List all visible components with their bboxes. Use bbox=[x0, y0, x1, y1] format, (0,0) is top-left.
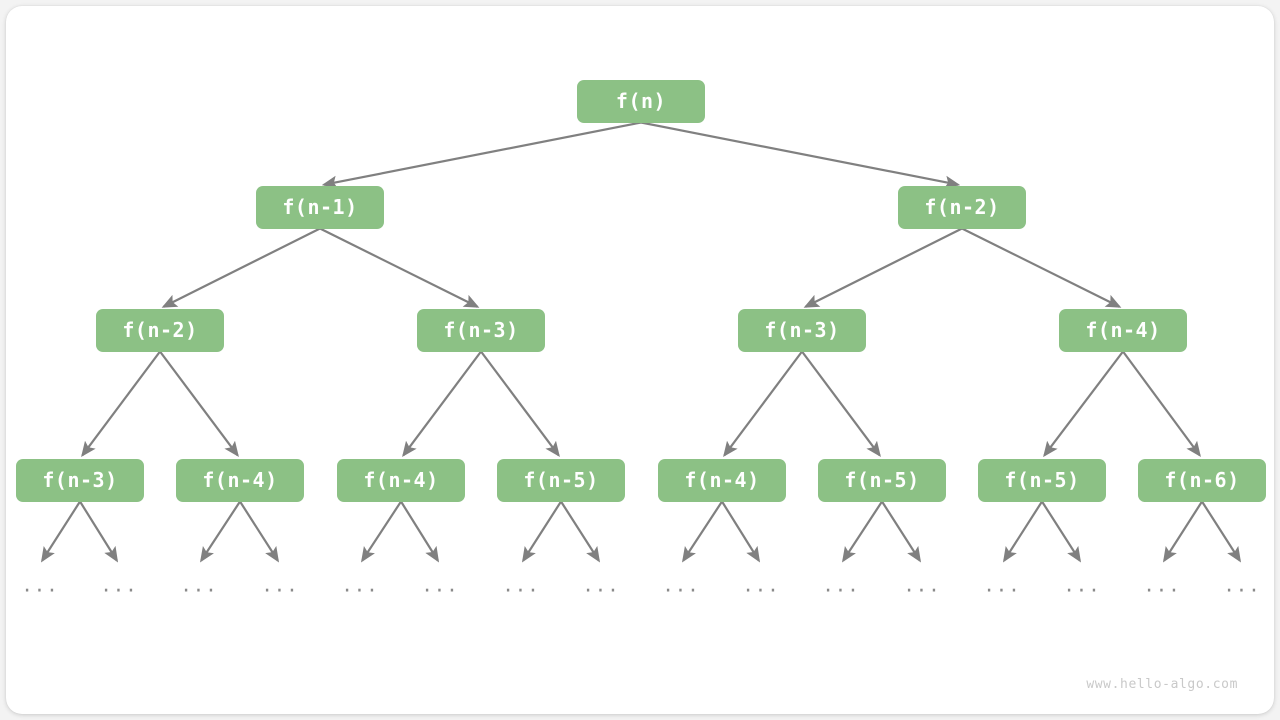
tree-node[interactable]: f(n) bbox=[577, 79, 705, 123]
tree-node[interactable]: f(n-4) bbox=[337, 458, 465, 502]
tree-node[interactable]: f(n-2) bbox=[96, 308, 224, 352]
tree-node[interactable]: f(n-6) bbox=[1138, 458, 1266, 502]
ellipsis-marker: ... bbox=[100, 574, 138, 597]
tree-node-label: f(n-4) bbox=[202, 468, 278, 492]
tree-node-label: f(n-2) bbox=[924, 195, 1000, 219]
tree-node[interactable]: f(n-5) bbox=[818, 458, 946, 502]
ellipsis-marker: ... bbox=[180, 574, 218, 597]
tree-node-label: f(n-3) bbox=[443, 318, 519, 342]
tree-node-label: f(n) bbox=[615, 89, 667, 113]
tree-node[interactable]: f(n-3) bbox=[16, 458, 144, 502]
tree-node-label: f(n-5) bbox=[523, 468, 599, 492]
tree-node[interactable]: f(n-5) bbox=[978, 458, 1106, 502]
tree-node-label: f(n-2) bbox=[122, 318, 198, 342]
ellipsis-marker: ... bbox=[822, 574, 860, 597]
tree-node-label: f(n-4) bbox=[1085, 318, 1161, 342]
tree-node[interactable]: f(n-3) bbox=[738, 308, 866, 352]
ellipsis-marker: ... bbox=[261, 574, 299, 597]
tree-node-label: f(n-5) bbox=[844, 468, 920, 492]
ellipsis-marker: ... bbox=[903, 574, 941, 597]
tree-node[interactable]: f(n-2) bbox=[898, 185, 1026, 229]
tree-node[interactable]: f(n-5) bbox=[497, 458, 625, 502]
tree-node[interactable]: f(n-4) bbox=[658, 458, 786, 502]
ellipsis-marker: ... bbox=[582, 574, 620, 597]
tree-node-label: f(n-4) bbox=[363, 468, 439, 492]
ellipsis-marker: ... bbox=[421, 574, 459, 597]
ellipsis-marker: ... bbox=[21, 574, 59, 597]
tree-node-label: f(n-4) bbox=[684, 468, 760, 492]
tree-node-label: f(n-3) bbox=[42, 468, 118, 492]
ellipsis-marker: ... bbox=[1063, 574, 1101, 597]
tree-node-label: f(n-6) bbox=[1164, 468, 1240, 492]
tree-node-label: f(n-5) bbox=[1004, 468, 1080, 492]
ellipsis-marker: ... bbox=[662, 574, 700, 597]
tree-node[interactable]: f(n-4) bbox=[1059, 308, 1187, 352]
watermark: www.hello-algo.com bbox=[1086, 677, 1238, 692]
ellipsis-marker: ... bbox=[1223, 574, 1261, 597]
ellipsis-marker: ... bbox=[502, 574, 540, 597]
ellipsis-marker: ... bbox=[1143, 574, 1181, 597]
tree-node-label: f(n-1) bbox=[282, 195, 358, 219]
tree-node[interactable]: f(n-4) bbox=[176, 458, 304, 502]
ellipsis-marker: ... bbox=[983, 574, 1021, 597]
tree-node-label: f(n-3) bbox=[764, 318, 840, 342]
ellipsis-marker: ... bbox=[742, 574, 780, 597]
tree-node[interactable]: f(n-3) bbox=[417, 308, 545, 352]
tree-node[interactable]: f(n-1) bbox=[256, 185, 384, 229]
ellipsis-marker: ... bbox=[341, 574, 379, 597]
